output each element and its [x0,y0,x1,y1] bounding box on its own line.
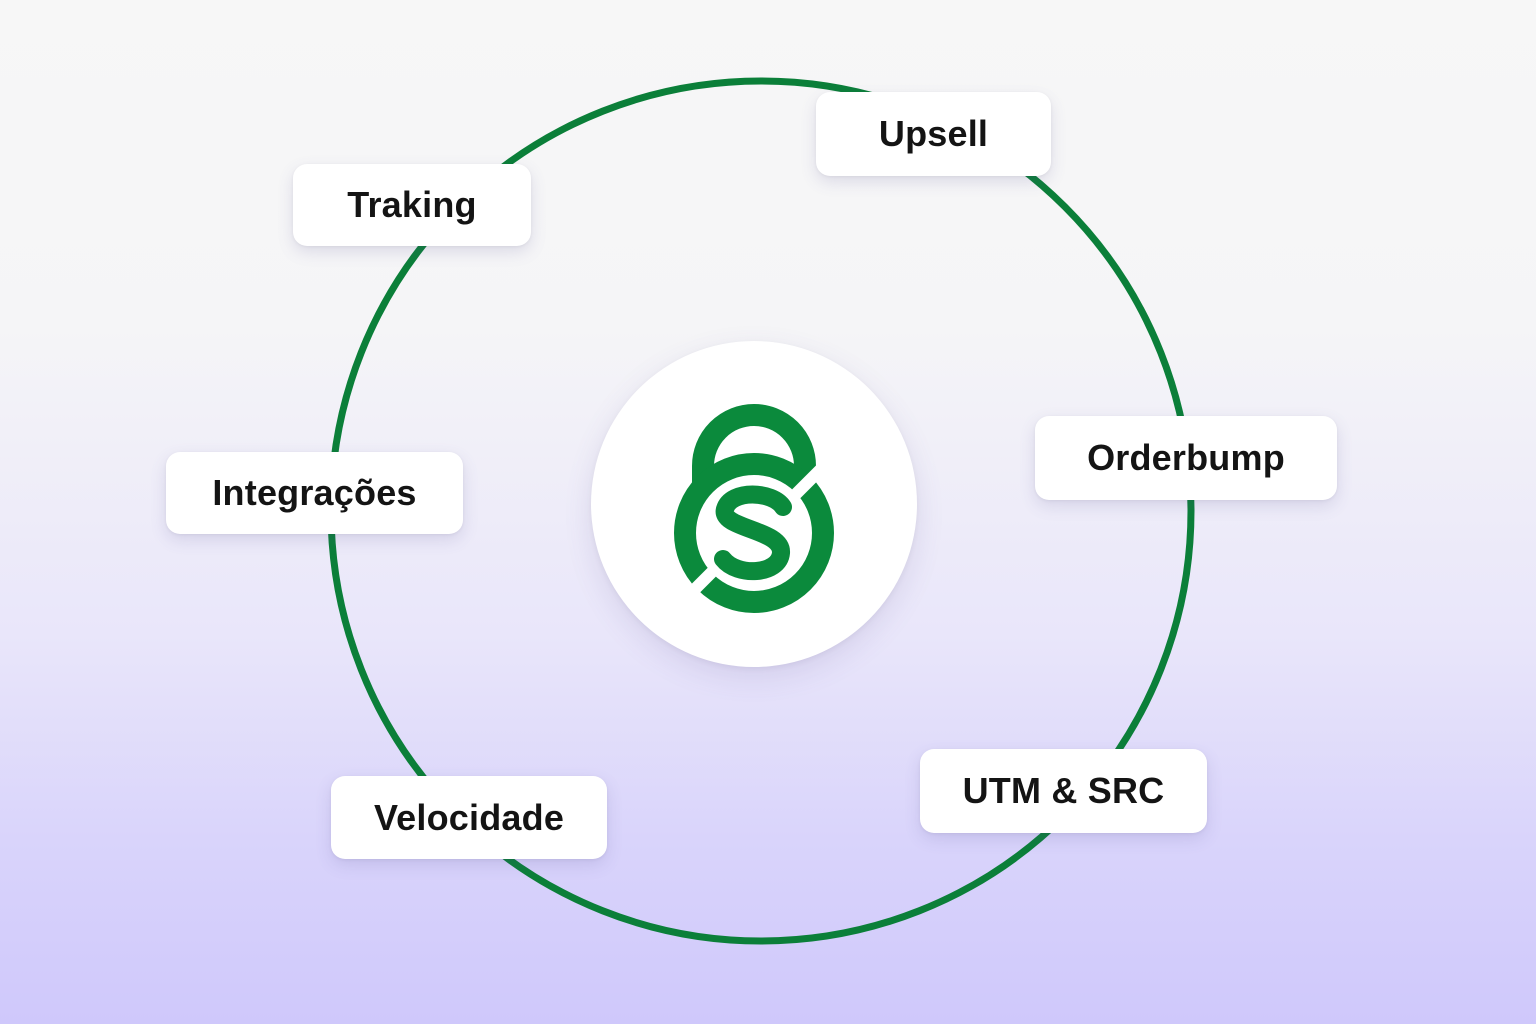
node-integracoes[interactable]: Integrações [166,452,463,534]
node-label: Integrações [212,472,417,513]
center-logo-badge [591,341,917,667]
padlock-s-logo-icon [672,404,836,613]
node-upsell[interactable]: Upsell [816,92,1051,176]
node-utm-src[interactable]: UTM & SRC [920,749,1207,833]
node-label: Traking [347,184,477,225]
node-velocidade[interactable]: Velocidade [331,776,607,859]
node-traking[interactable]: Traking [293,164,531,246]
node-label: Orderbump [1087,437,1285,478]
node-orderbump[interactable]: Orderbump [1035,416,1337,500]
node-label: UTM & SRC [962,770,1165,811]
node-label: Velocidade [373,796,565,838]
node-label: Upsell [878,113,989,154]
